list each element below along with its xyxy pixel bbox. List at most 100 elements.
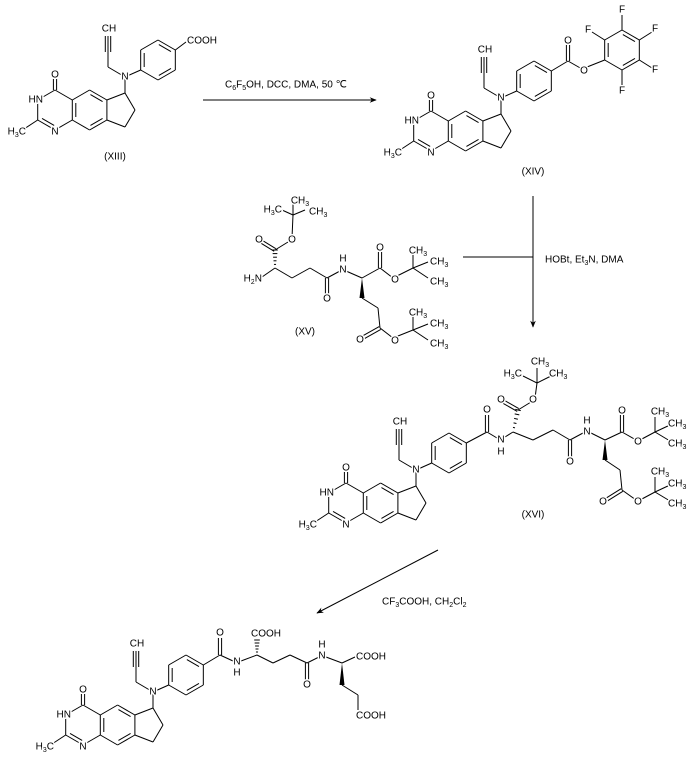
bond [175,41,187,51]
atom-label: N [427,148,434,159]
hashed-bond [514,417,518,420]
bond [415,485,427,504]
double-bond-inner [449,437,463,445]
double-bond-inner [69,733,83,741]
bond [361,297,379,309]
bond [552,429,571,441]
bond [504,431,514,438]
bond [89,119,108,131]
bond [124,69,141,78]
bond [621,489,637,501]
molecule-xv: H3​CCH3​CH3​OOH2​NONHOOCH3​CH3​CH3​OOCH3… [242,194,450,352]
atom-label: CH3​ [291,196,309,208]
bond [536,375,552,384]
atom-label: N [318,651,325,662]
atom-label: N [342,520,349,531]
atom-label: O [356,335,364,346]
atom-label: H3​C [8,127,26,139]
atom-label: H [583,416,590,427]
bond [185,654,204,666]
double-bond-inner [186,659,200,667]
atom-label: F [619,86,625,97]
hashed-bond [514,413,520,416]
bond [639,31,653,41]
double-bond-inner [381,487,394,495]
atom-label: O [391,275,399,286]
bond [274,267,293,279]
bond [379,327,394,339]
bond [363,482,381,494]
atom-label: O [618,406,626,417]
bond [152,684,169,693]
atom-label: COOH [251,629,281,640]
bond [291,267,311,279]
bond [431,462,450,474]
double-bond-inner [449,461,463,469]
double-bond [260,242,275,252]
bond [486,431,498,439]
compound-label-xv: (XV) [295,327,315,338]
bond [203,654,221,666]
bond [361,267,381,279]
atom-label: F [652,24,658,35]
atom-label: CH [130,639,144,650]
bond [654,424,671,433]
double-bond-inner [41,118,55,126]
bond [157,69,176,81]
atom-label: CH [478,45,492,56]
bond [261,267,276,278]
bond [272,654,291,664]
bond [140,39,159,51]
atom-label: N [51,127,58,138]
atom-label: HN [57,710,71,721]
double-bond-inner [466,139,479,147]
bond [37,89,56,101]
atom-label: CH3​ [668,499,686,511]
bond [448,462,467,474]
bond [512,431,534,441]
double-bond-inner [90,94,103,102]
double-bond-inner [534,89,548,97]
bond [314,512,329,523]
bond [106,119,126,128]
bond [117,734,136,746]
double-bond [362,326,380,337]
bond [412,267,429,279]
bond [415,502,427,521]
atom-label: O [376,243,384,254]
bond [152,724,164,743]
bond [328,512,347,524]
atom-label: CH3​ [668,479,686,491]
reaction-arrow-2 [463,196,536,328]
double-bond-inner [332,511,346,519]
wedge-bond [359,278,365,298]
atom-label: CH [393,417,407,428]
bond [124,92,136,111]
reaction-arrow-3 [316,549,439,614]
bond [654,431,671,442]
atom-label: O [580,66,588,77]
bond [413,140,432,152]
bond [619,469,623,491]
bond [639,491,656,501]
double-bond-inner [118,709,131,717]
bond [621,29,640,41]
atom-label: CH3​ [668,419,686,431]
bond [522,375,538,384]
bond [604,29,623,41]
bond [591,31,605,41]
atom-label: H3​C [36,742,54,754]
bond [51,734,66,745]
atom-label: O [303,680,311,691]
bond [412,323,429,331]
compound-label-xvi: (XVI) [522,510,545,521]
bond [379,267,394,279]
double-bond-inner [466,115,479,123]
bond [256,654,274,664]
bond [37,119,56,131]
bond [412,329,429,341]
bond [54,119,73,131]
double-bond [604,488,622,500]
atom-label: N [121,72,128,83]
atom-label: CH3​ [309,207,327,219]
